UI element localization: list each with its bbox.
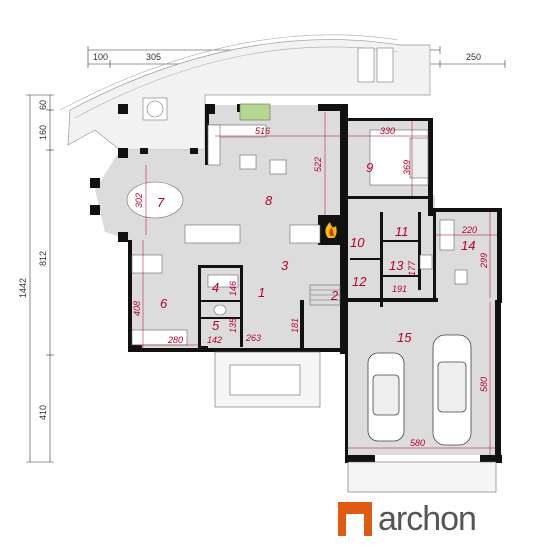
- dim-408: 408: [132, 301, 142, 316]
- room-number-5: 5: [212, 318, 220, 333]
- dim-580-vertical: 580: [479, 377, 489, 392]
- dim-330: 330: [380, 126, 395, 136]
- room-number-9: 9: [366, 160, 373, 175]
- left-dimensions: [26, 94, 54, 463]
- dim-522: 522: [313, 157, 323, 172]
- room-number-4: 4: [212, 280, 219, 295]
- room-number-15: 15: [397, 330, 412, 345]
- dim-top-seg-2: 305: [146, 52, 161, 62]
- dim-177: 177: [407, 260, 417, 276]
- dim-left-seg-2: 160: [38, 125, 48, 140]
- room-number-10: 10: [350, 235, 365, 250]
- dim-135: 135: [228, 317, 238, 333]
- room-number-11: 11: [395, 224, 409, 239]
- dim-181: 181: [290, 318, 300, 333]
- dim-146: 146: [228, 281, 238, 296]
- dim-left-seg-1: 60: [38, 100, 48, 110]
- dim-516: 516: [255, 126, 270, 136]
- car-icon: [367, 334, 472, 446]
- dim-142: 142: [207, 335, 222, 345]
- dim-580-horizontal: 580: [410, 438, 425, 448]
- room-number-3: 3: [281, 258, 289, 273]
- room-number-12: 12: [352, 274, 367, 289]
- room-number-8: 8: [265, 193, 273, 208]
- dim-top-seg-1: 100: [93, 52, 108, 62]
- room-number-2: 2: [330, 288, 339, 303]
- room-number-13: 13: [389, 258, 404, 273]
- room-number-14: 14: [461, 238, 475, 253]
- dim-191: 191: [392, 284, 407, 294]
- dim-263: 263: [245, 333, 261, 343]
- fireplace-icon: [325, 222, 337, 238]
- room-number-7: 7: [157, 195, 165, 210]
- dim-left-seg-4: 410: [38, 405, 48, 420]
- furniture: [126, 103, 497, 493]
- room-number-1: 1: [258, 285, 265, 300]
- dim-top-seg-4: 250: [466, 52, 481, 62]
- room-number-6: 6: [160, 296, 168, 311]
- dim-left-total: 1442: [18, 278, 28, 298]
- dim-left-seg-3: 812: [38, 251, 48, 266]
- dim-220: 220: [461, 225, 477, 235]
- inner-dimension-lines: [133, 112, 497, 455]
- dim-280: 280: [167, 335, 183, 345]
- dim-369: 369: [402, 160, 412, 175]
- dim-299: 299: [479, 253, 489, 269]
- archon-logo: archon: [338, 499, 477, 538]
- dim-302: 302: [134, 193, 144, 208]
- archon-logo-mark: [338, 502, 372, 536]
- archon-logo-text: archon: [378, 499, 477, 538]
